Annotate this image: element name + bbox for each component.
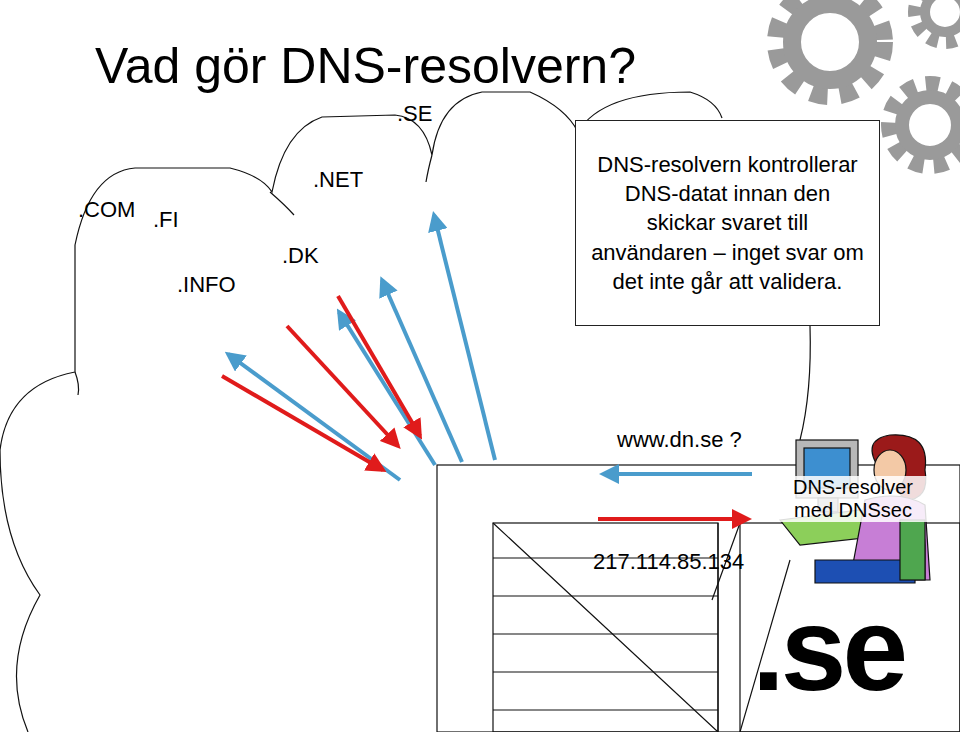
tld-label: .FI [153,207,179,232]
resolver-label: DNS-resolver med DNSsec [778,476,928,522]
tld-label: .COM [78,197,135,222]
callout-box: DNS-resolvern kontrollerar DNS-datat inn… [575,120,880,326]
building [437,465,960,732]
tld-label: .DK [282,243,319,268]
tld-label: .INFO [177,272,236,297]
query-label: www.dn.se ? [617,427,742,452]
tld-label: .SE [397,101,432,126]
callout-text: DNS-resolvern kontrollerar DNS-datat inn… [588,150,867,296]
slide-title: Vad gör DNS-resolvern? [95,38,636,96]
answer-label: 217.114.85.134 [593,549,744,574]
tld-label: .NET [313,167,363,192]
se-logo: .se [752,590,904,708]
